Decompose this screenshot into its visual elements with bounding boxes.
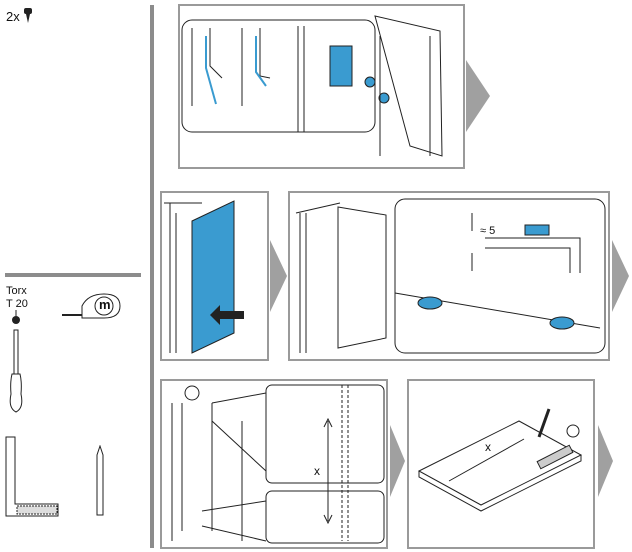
tape-measure-icon (62, 293, 121, 319)
step-2-panel (160, 191, 269, 361)
set-square-icon (5, 436, 59, 517)
next-arrow (270, 240, 287, 312)
step-5-illustration (417, 408, 583, 512)
tape-measure-unit: m (99, 297, 111, 312)
screwdriver-icon (9, 310, 23, 413)
pencil-icon (96, 445, 104, 516)
step-5-panel: x (407, 379, 595, 549)
measure-label: x (314, 464, 320, 478)
gap-label: ≈ 5 (480, 225, 496, 237)
step-2-illustration (164, 200, 244, 354)
next-arrow (598, 425, 613, 497)
step-1-illustration (181, 15, 443, 157)
torx-label: Torx (6, 285, 27, 297)
screw-icon (24, 8, 32, 23)
step-3-panel: ≈ 5 (288, 191, 610, 361)
step-3-illustration (295, 198, 606, 354)
screw-count: 2x (6, 9, 20, 24)
next-arrow (390, 425, 405, 497)
column-divider (150, 5, 154, 548)
step-1-panel (178, 4, 465, 169)
torx-size: T 20 (6, 298, 28, 310)
step-4-illustration (171, 384, 385, 544)
measure-label: x (485, 440, 491, 454)
section-divider (5, 273, 141, 277)
next-arrow (466, 60, 490, 132)
step-4-panel: x (160, 379, 388, 549)
next-arrow (612, 240, 629, 312)
